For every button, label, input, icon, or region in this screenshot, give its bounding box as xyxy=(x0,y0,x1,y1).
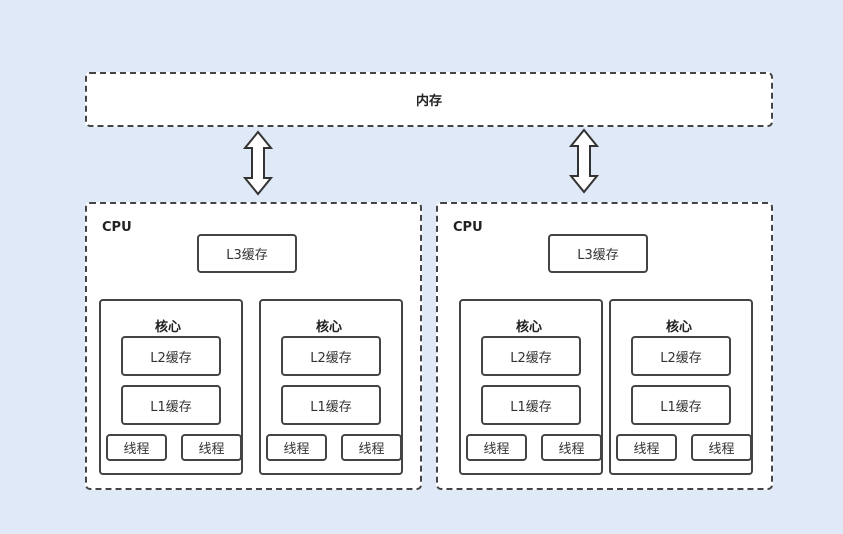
thread-box: 线程 xyxy=(181,434,242,461)
thread-label: 线程 xyxy=(558,442,585,457)
l1-cache-label: L1缓存 xyxy=(150,399,192,415)
l1-cache-box: L1缓存 xyxy=(121,385,221,425)
l1-cache-label: L1缓存 xyxy=(310,399,352,415)
thread-label: 线程 xyxy=(708,442,735,457)
thread-box: 线程 xyxy=(616,434,677,461)
thread-box: 线程 xyxy=(691,434,752,461)
thread-label: 线程 xyxy=(483,442,510,457)
core-label: 核心 xyxy=(516,320,543,335)
thread-box: 线程 xyxy=(466,434,527,461)
l1-cache-label: L1缓存 xyxy=(660,399,702,415)
cpu-label: CPU xyxy=(102,220,132,235)
l2-cache-box: L2缓存 xyxy=(481,336,581,376)
l3-cache-box: L3缓存 xyxy=(197,234,297,273)
l2-cache-box: L2缓存 xyxy=(631,336,731,376)
l2-cache-label: L2缓存 xyxy=(150,350,192,366)
core-label: 核心 xyxy=(155,320,182,335)
bidirectional-arrow-icon xyxy=(569,128,599,194)
l3-cache-label: L3缓存 xyxy=(226,248,268,263)
l2-cache-box: L2缓存 xyxy=(281,336,381,376)
cpu-label: CPU xyxy=(453,220,483,235)
thread-label: 线程 xyxy=(123,442,150,457)
l1-cache-box: L1缓存 xyxy=(281,385,381,425)
l1-cache-box: L1缓存 xyxy=(631,385,731,425)
thread-label: 线程 xyxy=(283,442,310,457)
thread-box: 线程 xyxy=(106,434,167,461)
l2-cache-label: L2缓存 xyxy=(310,350,352,366)
l2-cache-box: L2缓存 xyxy=(121,336,221,376)
memory-box: 内存 xyxy=(85,72,773,127)
thread-label: 线程 xyxy=(358,442,385,457)
l3-cache-box: L3缓存 xyxy=(548,234,648,273)
l2-cache-label: L2缓存 xyxy=(660,350,702,366)
thread-box: 线程 xyxy=(541,434,602,461)
core-label: 核心 xyxy=(316,320,343,335)
thread-label: 线程 xyxy=(198,442,225,457)
thread-box: 线程 xyxy=(266,434,327,461)
l1-cache-box: L1缓存 xyxy=(481,385,581,425)
thread-label: 线程 xyxy=(633,442,660,457)
l3-cache-label: L3缓存 xyxy=(577,248,619,263)
thread-box: 线程 xyxy=(341,434,402,461)
core-label: 核心 xyxy=(666,320,693,335)
l1-cache-label: L1缓存 xyxy=(510,399,552,415)
l2-cache-label: L2缓存 xyxy=(510,350,552,366)
memory-label: 内存 xyxy=(415,94,442,109)
bidirectional-arrow-icon xyxy=(243,130,273,196)
